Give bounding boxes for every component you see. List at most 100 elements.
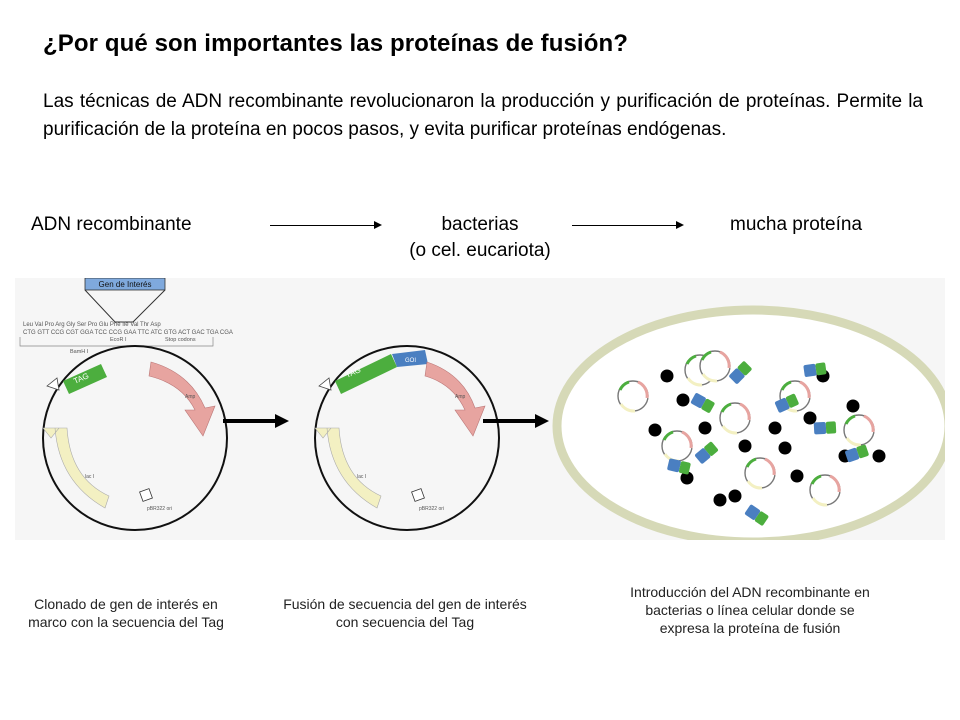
gene-insert-lines bbox=[84, 289, 166, 323]
amp-resistance-gene bbox=[148, 361, 216, 437]
process-arrowhead-2 bbox=[535, 414, 549, 428]
amp-label: Amp bbox=[185, 394, 196, 400]
fusion-protein-goi bbox=[667, 458, 681, 473]
caption-expression: Introducción del ADN recombinante en bac… bbox=[630, 584, 870, 636]
protein-dot bbox=[698, 421, 712, 435]
fusion-plasmid-backbone bbox=[314, 345, 500, 531]
cloning-figure: Gen de Interés Leu Val Pro Arg Gly Ser P… bbox=[15, 278, 945, 540]
plasmid-diagram-2: TAG GOI Amp lac I pBR322 ori bbox=[314, 345, 500, 531]
fusion-protein-goi bbox=[744, 504, 761, 520]
mini-plasmid-amp bbox=[739, 402, 751, 421]
site-ecori: EcoR I bbox=[110, 337, 127, 343]
protein-dot bbox=[660, 369, 674, 383]
flow-arrow-2 bbox=[572, 221, 684, 229]
flow-step-protein: mucha proteína bbox=[730, 214, 863, 235]
flow-step-recombinant-dna: ADN recombinante bbox=[31, 214, 192, 235]
mini-plasmid-laci bbox=[619, 403, 636, 413]
protein-dot bbox=[768, 421, 782, 435]
promoter-arrow bbox=[46, 377, 60, 391]
fusion-protein-tag bbox=[754, 511, 769, 526]
fusion-origin-label: pBR322 ori bbox=[419, 506, 444, 512]
mini-plasmid-amp bbox=[719, 350, 731, 369]
fusion-protein-goi bbox=[729, 368, 745, 384]
protein-dot bbox=[872, 449, 886, 463]
mini-plasmid-laci bbox=[721, 425, 738, 435]
mini-plasmid-tag bbox=[810, 474, 822, 485]
protein-dot bbox=[803, 411, 817, 425]
flow-step-host: bacterias (o cel. eucariota) bbox=[375, 212, 585, 264]
fusion-protein-tag bbox=[701, 398, 715, 413]
fusion-protein-goi bbox=[774, 397, 790, 413]
mini-plasmid-laci bbox=[746, 480, 763, 490]
mini-plasmid-amp bbox=[863, 414, 875, 433]
fusion-protein-goi bbox=[845, 447, 860, 463]
mini-plasmid-laci bbox=[686, 377, 703, 387]
protein-dot bbox=[738, 439, 752, 453]
flow-arrow-1 bbox=[270, 221, 382, 229]
mini-plasmid-tag bbox=[618, 380, 630, 391]
host-cell bbox=[552, 305, 945, 540]
fusion-amp-gene bbox=[424, 361, 486, 437]
protein-dot bbox=[676, 393, 690, 407]
fusion-protein-tag bbox=[704, 441, 718, 456]
fusion-ori-marker bbox=[411, 488, 425, 502]
fusion-protein-tag bbox=[856, 444, 869, 459]
flow-step-host-label: bacterias bbox=[441, 214, 519, 235]
mini-plasmid-tag bbox=[745, 457, 757, 468]
fusion-protein-goi bbox=[803, 363, 817, 377]
codon-sequence: CTG GTT CCG CGT GGA TCC CCG GAA TTC ATC … bbox=[23, 330, 233, 336]
site-bamhi: BamH I bbox=[70, 349, 89, 355]
mini-plasmid-tag bbox=[662, 430, 674, 441]
intro-paragraph: Las técnicas de ADN recombinante revoluc… bbox=[43, 91, 923, 140]
fusion-protein-tag bbox=[815, 362, 827, 376]
fusion-protein-goi bbox=[690, 393, 706, 408]
fusion-protein-tag bbox=[785, 393, 799, 408]
protein-dot bbox=[648, 423, 662, 437]
protein-dot bbox=[778, 441, 792, 455]
process-arrowhead-1 bbox=[275, 414, 289, 428]
protein-dot bbox=[680, 471, 694, 485]
cell-wall bbox=[552, 305, 945, 540]
mini-plasmid-amp bbox=[681, 430, 693, 449]
fusion-laci-gene bbox=[314, 427, 382, 509]
mini-plasmid-amp bbox=[637, 380, 649, 399]
caption-cloning: Clonado de gen de interés en marco con l… bbox=[28, 596, 224, 630]
protein-dot bbox=[728, 489, 742, 503]
plasmid-diagram-1: Gen de Interés Leu Val Pro Arg Gly Ser P… bbox=[19, 278, 233, 531]
mini-plasmid-tag bbox=[720, 402, 732, 413]
slide-title: ¿Por qué son importantes las proteínas d… bbox=[43, 30, 628, 57]
plasmid-backbone bbox=[42, 345, 228, 531]
origin-label: pBR322 ori bbox=[147, 506, 172, 512]
mini-plasmid-tag bbox=[780, 380, 792, 391]
fusion-laci-label: lac I bbox=[357, 474, 366, 480]
gene-box-label: Gen de Interés bbox=[99, 280, 152, 289]
fusion-protein-tag bbox=[825, 421, 837, 434]
fusion-amp-label: Amp bbox=[455, 394, 466, 400]
fusion-tag-segment bbox=[335, 354, 397, 394]
amino-acid-sequence: Leu Val Pro Arg Gly Ser Pro Glu Phe Ile … bbox=[23, 322, 161, 328]
protein-dot bbox=[790, 469, 804, 483]
goi-label: GOI bbox=[405, 358, 416, 364]
tag-segment bbox=[63, 364, 107, 394]
fusion-protein-tag bbox=[737, 361, 752, 376]
fusion-promoter-arrow bbox=[318, 377, 332, 391]
flow-step-host-note: (o cel. eucariota) bbox=[409, 240, 551, 261]
stop-codons-label: Stop codons bbox=[165, 337, 196, 343]
laci-label: lac I bbox=[85, 474, 94, 480]
mini-plasmid-amp bbox=[799, 380, 811, 399]
mini-plasmid-tag bbox=[844, 414, 856, 425]
fusion-protein-goi bbox=[695, 448, 711, 464]
mini-plasmid-tag bbox=[685, 354, 697, 365]
mini-plasmid-amp bbox=[764, 457, 776, 476]
laci-gene bbox=[42, 427, 110, 509]
mini-plasmid-laci bbox=[845, 437, 862, 447]
sequence-bracket bbox=[19, 337, 214, 347]
mini-plasmid-amp bbox=[829, 474, 841, 493]
cell-contents bbox=[617, 350, 886, 526]
mini-plasmid-tag bbox=[700, 350, 712, 361]
mini-plasmid-laci bbox=[811, 497, 828, 507]
fusion-protein-tag bbox=[678, 461, 691, 475]
ori-marker bbox=[139, 488, 153, 502]
fusion-protein-goi bbox=[813, 421, 827, 435]
protein-dot bbox=[713, 493, 727, 507]
